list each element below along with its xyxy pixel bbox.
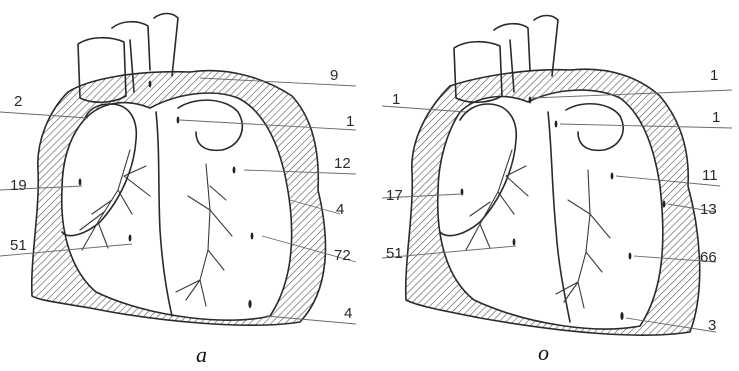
panel-o: 1 1 1 11 17 13 51 66 3 o: [382, 16, 732, 366]
panel-o-label-1-a: 1: [710, 67, 718, 84]
panel-a: 9 2 1 12 19 4 51 72 4 a: [0, 14, 356, 368]
panel-o-caption: o: [538, 340, 549, 365]
panel-o-label-1-c: 1: [712, 109, 720, 126]
panel-a-label-12: 12: [334, 155, 351, 172]
panel-a-label-9: 9: [330, 67, 338, 84]
panel-o-label-11: 11: [702, 167, 718, 184]
panel-o-label-17: 17: [386, 187, 403, 204]
panel-a-heart: [62, 93, 292, 320]
panel-a-label-4-top: 4: [336, 201, 344, 218]
panel-a-label-19: 19: [10, 177, 27, 194]
panel-a-label-1: 1: [346, 113, 354, 130]
panel-a-caption: a: [196, 342, 207, 367]
panel-a-label-2: 2: [14, 93, 22, 110]
panel-a-label-72: 72: [334, 247, 351, 264]
panel-o-label-66: 66: [700, 249, 717, 266]
panel-o-label-13: 13: [700, 201, 717, 218]
panel-a-label-4-bottom: 4: [344, 305, 352, 322]
panel-a-label-51: 51: [10, 237, 27, 254]
panel-o-label-1-b: 1: [392, 91, 400, 108]
panel-o-label-51: 51: [386, 245, 403, 262]
panel-o-label-3: 3: [708, 317, 716, 334]
